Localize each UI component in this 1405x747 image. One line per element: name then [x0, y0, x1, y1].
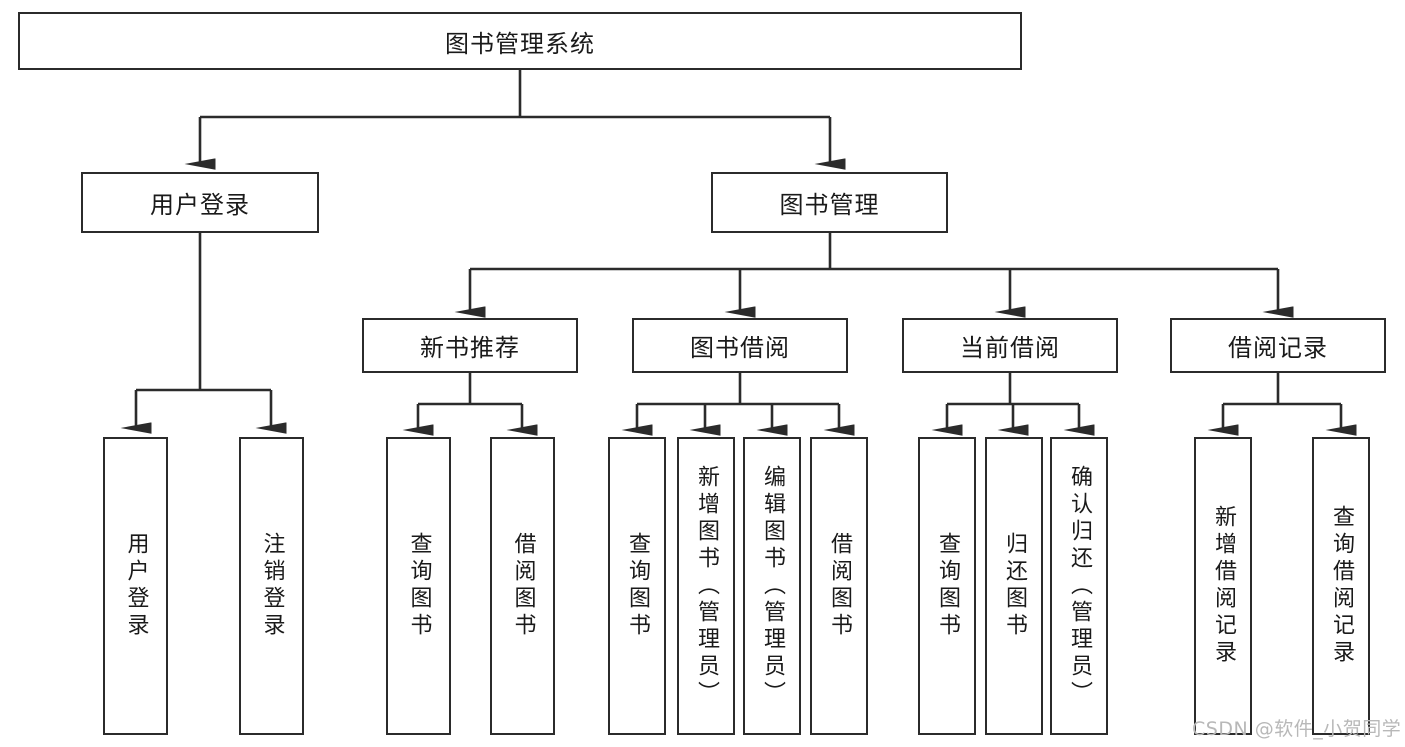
node-borrow-record-label: 借阅记录 [1228, 334, 1328, 362]
leaf-label: 查询图书 [406, 532, 432, 640]
leaf-label: 编辑图书（管理员） [760, 464, 785, 708]
leaf-borrow-query-book[interactable]: 查询图书 [608, 437, 666, 735]
leaf-label: 注销登录 [259, 532, 285, 640]
leaf-borrow-add-book-admin[interactable]: 新增图书（管理员） [677, 437, 735, 735]
node-user-login-label: 用户登录 [150, 191, 250, 219]
leaf-label: 查询借阅记录 [1329, 505, 1354, 667]
node-borrow-record[interactable]: 借阅记录 [1170, 318, 1386, 373]
leaf-label: 查询图书 [625, 532, 650, 640]
leaf-user-login-logout[interactable]: 注销登录 [239, 437, 304, 735]
node-current-borrow[interactable]: 当前借阅 [902, 318, 1118, 373]
node-user-login[interactable]: 用户登录 [81, 172, 319, 233]
leaf-label: 新增借阅记录 [1211, 505, 1236, 667]
leaf-borrow-edit-book-admin[interactable]: 编辑图书（管理员） [743, 437, 801, 735]
node-new-book-recommend[interactable]: 新书推荐 [362, 318, 578, 373]
leaf-user-login-login[interactable]: 用户登录 [103, 437, 168, 735]
leaf-label: 借阅图书 [510, 532, 536, 640]
leaf-new-book-query[interactable]: 查询图书 [386, 437, 451, 735]
leaf-label: 确认归还（管理员） [1067, 464, 1092, 708]
node-book-management[interactable]: 图书管理 [711, 172, 948, 233]
node-root-label: 图书管理系统 [445, 29, 595, 58]
watermark-text: CSDN @软件_小贺同学 [1192, 718, 1402, 740]
node-book-borrow-label: 图书借阅 [690, 334, 790, 362]
node-book-borrow[interactable]: 图书借阅 [632, 318, 848, 373]
leaf-label: 借阅图书 [827, 532, 852, 640]
leaf-new-book-borrow[interactable]: 借阅图书 [490, 437, 555, 735]
leaf-record-add-record[interactable]: 新增借阅记录 [1194, 437, 1252, 735]
leaf-current-return-book[interactable]: 归还图书 [985, 437, 1043, 735]
leaf-borrow-borrow-book[interactable]: 借阅图书 [810, 437, 868, 735]
node-book-management-label: 图书管理 [779, 191, 880, 219]
leaf-current-confirm-return-admin[interactable]: 确认归还（管理员） [1050, 437, 1108, 735]
leaf-label: 查询图书 [935, 532, 960, 640]
node-current-borrow-label: 当前借阅 [960, 334, 1060, 362]
leaf-label: 归还图书 [1002, 532, 1027, 640]
leaf-label: 新增图书（管理员） [694, 464, 719, 708]
leaf-current-query-book[interactable]: 查询图书 [918, 437, 976, 735]
node-new-book-recommend-label: 新书推荐 [420, 334, 520, 362]
node-root[interactable]: 图书管理系统 [18, 12, 1022, 70]
leaf-record-query-record[interactable]: 查询借阅记录 [1312, 437, 1370, 735]
leaf-label: 用户登录 [123, 532, 149, 640]
